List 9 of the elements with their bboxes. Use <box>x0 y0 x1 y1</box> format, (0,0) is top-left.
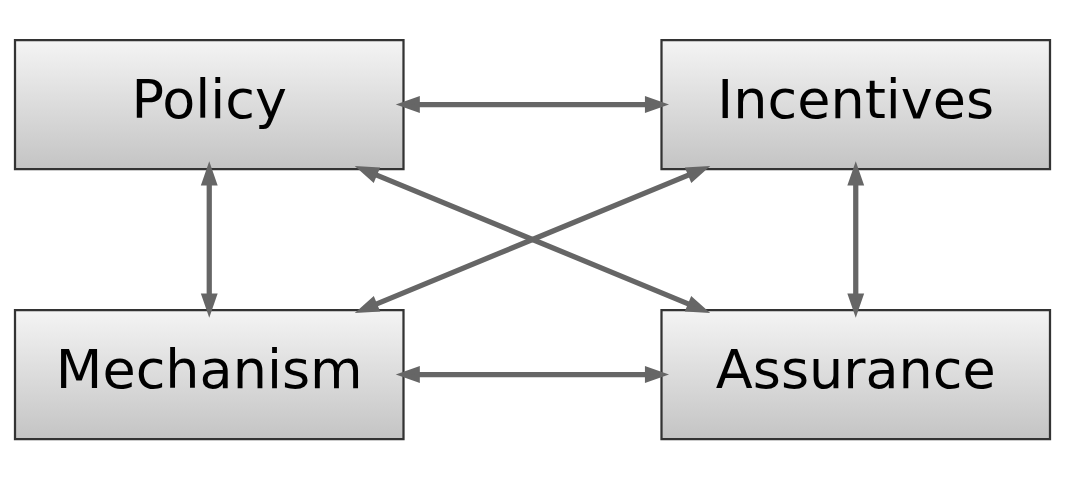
arrow <box>200 161 218 318</box>
arrow <box>395 96 669 113</box>
arrow <box>354 166 711 313</box>
node-box: Mechanism <box>13 308 405 441</box>
node-box: Policy <box>13 38 405 171</box>
node-box: Assurance <box>660 308 1052 441</box>
arrow <box>395 366 669 383</box>
node-box: Incentives <box>660 38 1052 171</box>
arrow <box>847 161 865 318</box>
